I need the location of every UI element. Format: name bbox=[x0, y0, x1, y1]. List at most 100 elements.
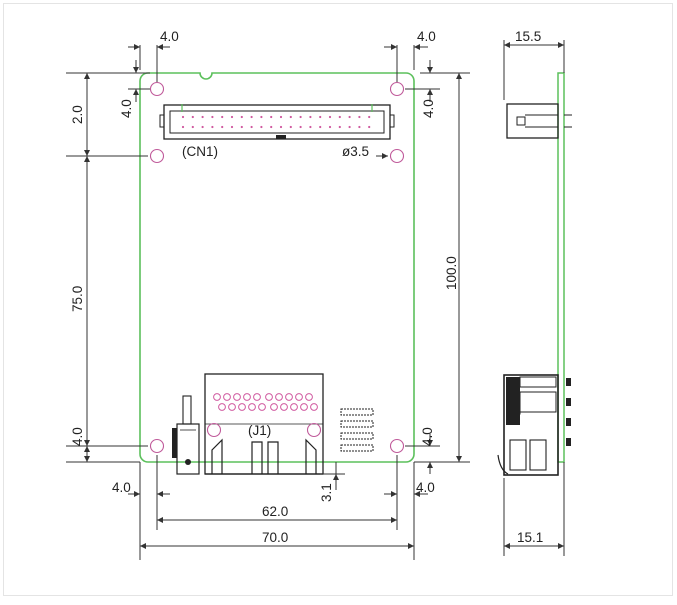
mounting-hole-bottom-right bbox=[389, 438, 405, 454]
cn1-pin bbox=[299, 125, 302, 129]
board-side-view bbox=[497, 72, 572, 476]
ic-chip bbox=[340, 420, 374, 428]
cn1-pin bbox=[211, 125, 214, 129]
dim-right-upper-offset: 4.0 bbox=[421, 99, 436, 118]
mounting-hole-bottom-left bbox=[149, 438, 165, 454]
ic-chip-array bbox=[340, 408, 374, 452]
j1-pin bbox=[228, 403, 236, 411]
cn1-pin bbox=[309, 125, 312, 129]
board-outline bbox=[139, 72, 415, 463]
cn1-pin bbox=[328, 115, 332, 119]
j1-pin bbox=[238, 403, 246, 411]
cn1-pin bbox=[279, 115, 283, 119]
dim-bottom-left-offset: 4.0 bbox=[112, 480, 131, 495]
cn1-pin bbox=[201, 125, 204, 129]
side-view-jack bbox=[497, 374, 571, 476]
j1-pin bbox=[223, 393, 231, 401]
cn1-pin bbox=[338, 115, 341, 119]
j1-pin-array bbox=[213, 393, 318, 411]
cn1-pin bbox=[289, 115, 292, 119]
cn1-pin bbox=[270, 115, 273, 119]
dim-jack-protrusion: 3.1 bbox=[319, 483, 334, 502]
j1-pin bbox=[280, 403, 288, 411]
dim-right-height-total: 100.0 bbox=[444, 256, 459, 290]
dim-left-upper-offset: 4.0 bbox=[119, 99, 134, 118]
board-top-view bbox=[139, 72, 415, 475]
cn1-pin bbox=[368, 115, 371, 119]
cn1-pin bbox=[358, 125, 361, 129]
ic-chip bbox=[340, 444, 374, 452]
cn1-pin bbox=[181, 125, 185, 129]
j1-pin bbox=[213, 393, 221, 401]
cn1-pin bbox=[240, 125, 243, 129]
cn1-pin bbox=[260, 125, 263, 129]
dim-hole-pitch-width: 62.0 bbox=[262, 504, 288, 519]
cn1-pin bbox=[250, 125, 253, 129]
dim-side-top-depth: 15.5 bbox=[515, 29, 541, 44]
cn1-pin bbox=[289, 125, 292, 129]
cn1-pin bbox=[191, 125, 194, 129]
cn1-pin bbox=[240, 115, 243, 119]
cn1-pin bbox=[279, 125, 283, 129]
label-connector-cn1: (CN1) bbox=[182, 144, 218, 159]
drawing-frame bbox=[3, 3, 673, 596]
label-connector-j1: (J1) bbox=[248, 423, 271, 438]
j1-pin bbox=[290, 403, 298, 411]
ic-chip bbox=[340, 408, 374, 416]
j1-pin bbox=[218, 403, 226, 411]
side-switch-component bbox=[172, 395, 200, 475]
cn1-pin bbox=[250, 115, 253, 119]
j1-pin bbox=[310, 403, 318, 411]
cn1-pin bbox=[211, 115, 214, 119]
dimension-lines bbox=[66, 40, 565, 560]
cn1-pin bbox=[368, 125, 371, 129]
cn1-pin bbox=[309, 115, 312, 119]
cn1-pin bbox=[221, 115, 224, 119]
cn1-pin-array bbox=[181, 115, 371, 129]
cn1-header-connector bbox=[159, 104, 395, 140]
j1-pin bbox=[265, 393, 273, 401]
dim-top-left-offset: 4.0 bbox=[160, 29, 179, 44]
dim-left-height-middle: 75.0 bbox=[70, 286, 85, 312]
cn1-pin bbox=[201, 115, 204, 119]
cn1-pin bbox=[358, 115, 361, 119]
j1-pin bbox=[285, 393, 293, 401]
j1-pin bbox=[295, 393, 303, 401]
cn1-pin bbox=[319, 125, 322, 129]
dim-left-height-top: 2.0 bbox=[70, 105, 85, 124]
j1-pin bbox=[305, 393, 313, 401]
cn1-pin bbox=[270, 125, 273, 129]
j1-pin bbox=[270, 403, 278, 411]
cn1-pin bbox=[230, 125, 234, 129]
j1-pin bbox=[258, 403, 266, 411]
ic-chip bbox=[340, 432, 374, 440]
cn1-pin bbox=[348, 115, 351, 119]
dim-side-bottom-depth: 15.1 bbox=[517, 530, 543, 545]
j1-pin bbox=[300, 403, 308, 411]
dim-bottom-right-offset: 4.0 bbox=[416, 480, 435, 495]
dim-left-lower-offset: 4.0 bbox=[70, 427, 85, 446]
dimension-arrows bbox=[84, 42, 564, 549]
j1-pin bbox=[253, 393, 261, 401]
cn1-pin bbox=[328, 125, 332, 129]
mounting-hole-mid-right bbox=[389, 148, 405, 164]
j1-pin bbox=[243, 393, 251, 401]
cn1-pin bbox=[181, 115, 185, 119]
dim-board-width: 70.0 bbox=[262, 530, 288, 545]
cn1-pin bbox=[221, 125, 224, 129]
dim-top-right-offset: 4.0 bbox=[417, 29, 436, 44]
mounting-hole-top-left bbox=[149, 81, 165, 97]
cn1-pin bbox=[348, 125, 351, 129]
cn1-pin bbox=[319, 115, 322, 119]
j1-pin bbox=[248, 403, 256, 411]
cn1-pin bbox=[299, 115, 302, 119]
j1-pin bbox=[275, 393, 283, 401]
j1-pin bbox=[233, 393, 241, 401]
cn1-pin bbox=[260, 115, 263, 119]
cn1-pin bbox=[230, 115, 234, 119]
dim-right-lower-offset: 4.0 bbox=[420, 427, 435, 446]
mounting-hole-top-right bbox=[389, 81, 405, 97]
cn1-pin bbox=[338, 125, 341, 129]
dim-hole-diameter: ø3.5 bbox=[342, 144, 369, 159]
